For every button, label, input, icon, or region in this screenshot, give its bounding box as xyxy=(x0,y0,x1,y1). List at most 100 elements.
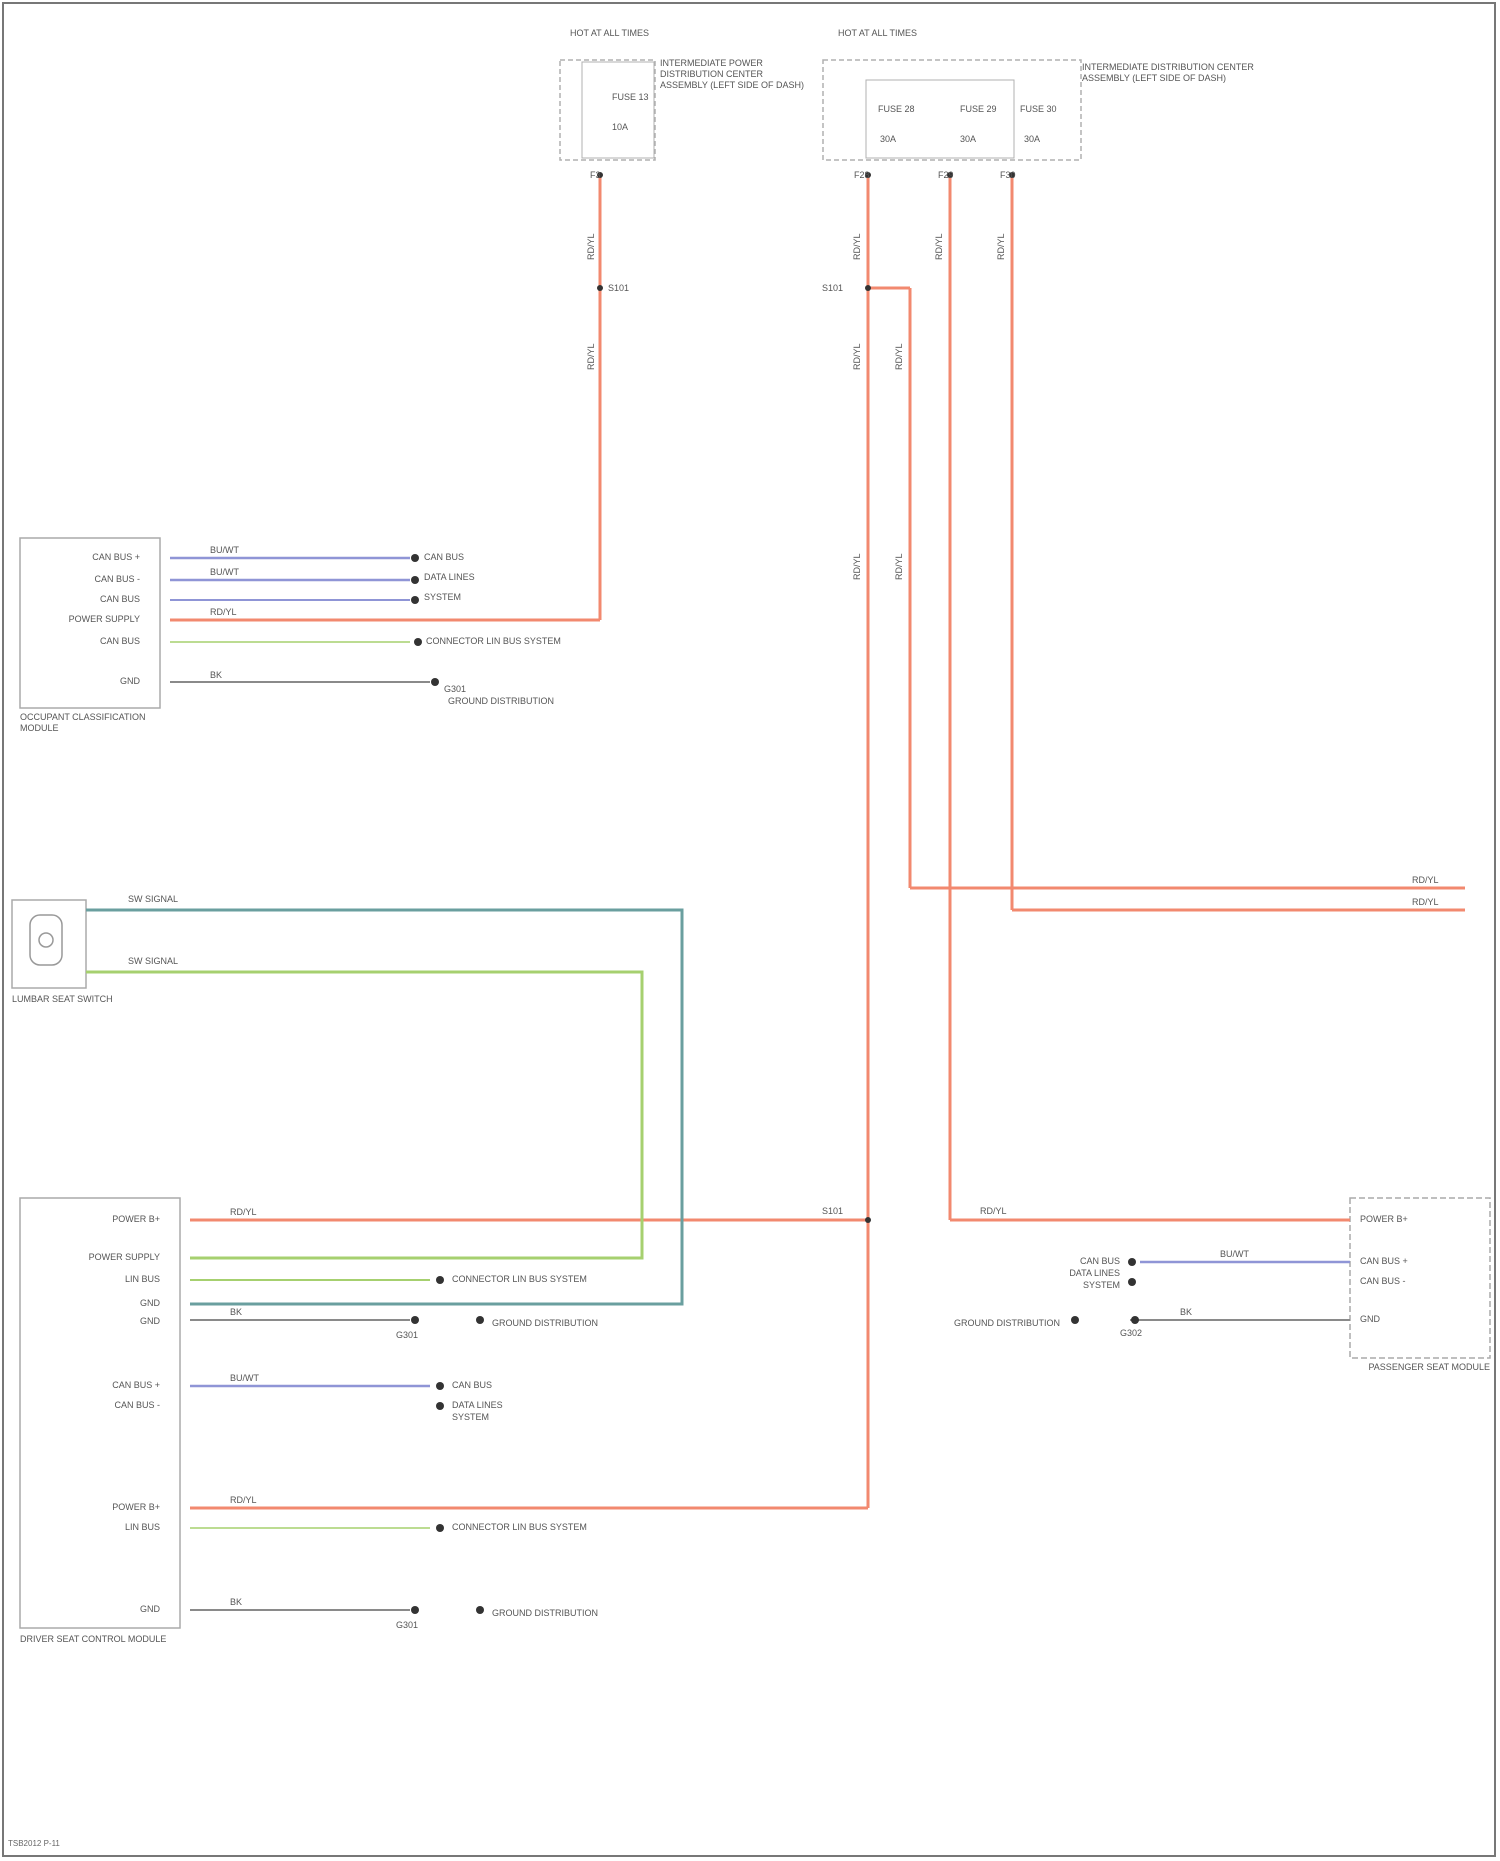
driver-pin-9: LIN BUS xyxy=(40,1522,160,1533)
occ-ref-lin: CONNECTOR LIN BUS SYSTEM xyxy=(426,636,561,647)
right-edge-ref-2: RD/YL xyxy=(1412,897,1439,908)
driver-module-name: DRIVER SEAT CONTROL MODULE xyxy=(20,1634,180,1645)
occ-pin-2: CAN BUS - xyxy=(40,574,140,585)
fuse-right-pin-1: F28 xyxy=(854,170,870,181)
wire-label-fuse28: RD/YL xyxy=(852,233,863,260)
driver-ground-2: G301 xyxy=(396,1620,418,1631)
occ-wire-6: BK xyxy=(210,670,222,681)
fuse-right-amp-3: 30A xyxy=(1024,134,1040,145)
occ-pin-1: CAN BUS + xyxy=(40,552,140,563)
driver-ref-can-1: CAN BUS xyxy=(452,1380,492,1391)
driver-pin-3: LIN BUS xyxy=(40,1274,160,1285)
driver-pin-7: CAN BUS - xyxy=(40,1400,160,1411)
pass-module-name: PASSENGER SEAT MODULE xyxy=(1340,1362,1490,1373)
fuse-right-header: HOT AT ALL TIMES xyxy=(838,28,928,39)
driver-pin-4: GND xyxy=(40,1298,160,1309)
wire-lumbar-teal xyxy=(86,910,682,1304)
connector-dots xyxy=(411,172,1139,1614)
occ-ground: G301 xyxy=(444,684,466,695)
occ-pin-3: CAN BUS xyxy=(40,594,140,605)
lumbar-wire-2: SW SIGNAL xyxy=(128,956,178,967)
occ-ground-ref: GROUND DISTRIBUTION xyxy=(448,696,554,707)
driver-ref-can-3: SYSTEM xyxy=(452,1412,489,1423)
pass-ref-can-3: SYSTEM xyxy=(1000,1280,1120,1291)
lumbar-switch-symbol xyxy=(30,915,62,965)
wire-label-fuse28-lower: RD/YL xyxy=(852,343,863,370)
occ-ref-3: SYSTEM xyxy=(424,592,461,603)
fuse-left-name: INTERMEDIATE POWER DISTRIBUTION CENTER A… xyxy=(660,58,810,91)
driver-wire-1: RD/YL xyxy=(230,1207,257,1218)
driver-wire-4: BK xyxy=(230,1307,242,1318)
occ-module-name: OCCUPANT CLASSIFICATION MODULE xyxy=(20,712,180,734)
fuse-box-left xyxy=(560,60,655,160)
fuse-right-pin-2: F29 xyxy=(938,170,954,181)
pass-pin-3: CAN BUS - xyxy=(1360,1276,1406,1287)
lumbar-switch-box xyxy=(12,900,86,988)
wire-label-fuse29: RD/YL xyxy=(934,233,945,260)
fuse-left-header: HOT AT ALL TIMES xyxy=(570,28,660,39)
occ-pin-4: POWER SUPPLY xyxy=(40,614,140,625)
fuse-right-pin-3: F30 xyxy=(1000,170,1016,181)
pass-pin-1: POWER B+ xyxy=(1360,1214,1408,1225)
splice-right: S101 xyxy=(822,283,843,294)
fuse-right-amp-2: 30A xyxy=(960,134,976,145)
driver-pin-8: POWER B+ xyxy=(40,1502,160,1513)
driver-ground-ref-2: GROUND DISTRIBUTION xyxy=(492,1608,598,1619)
driver-splice: S101 xyxy=(822,1206,843,1217)
wire-label-fuse28-lowest: RD/YL xyxy=(852,553,863,580)
wire-lumbar-green xyxy=(86,972,642,1258)
driver-ref-lin-2: CONNECTOR LIN BUS SYSTEM xyxy=(452,1522,587,1533)
pass-ground: G302 xyxy=(1120,1328,1142,1339)
fuse-left-amp: 10A xyxy=(612,122,628,133)
lumbar-wire-1: SW SIGNAL xyxy=(128,894,178,905)
wire-label-branch-lowest: RD/YL xyxy=(894,553,905,580)
driver-wire-8: RD/YL xyxy=(230,1495,257,1506)
pass-wire-2: BU/WT xyxy=(1220,1249,1249,1260)
lumbar-switch-name: LUMBAR SEAT SWITCH xyxy=(12,994,132,1005)
occ-pin-5: CAN BUS xyxy=(40,636,140,647)
pass-ref-can-2: DATA LINES xyxy=(1000,1268,1120,1279)
fuse-left-pin: F3 xyxy=(590,170,601,181)
driver-pin-5: GND xyxy=(40,1316,160,1327)
fuse-box-left-inner xyxy=(582,62,654,158)
pass-pin-2: CAN BUS + xyxy=(1360,1256,1408,1267)
wire-label-fuse13-upper: RD/YL xyxy=(586,233,597,260)
driver-ref-lin-1: CONNECTOR LIN BUS SYSTEM xyxy=(452,1274,587,1285)
right-edge-ref-1: RD/YL xyxy=(1412,875,1439,886)
fuse-right-fuse-2: FUSE 29 xyxy=(960,104,997,115)
driver-wire-10: BK xyxy=(230,1597,242,1608)
splice-left: S101 xyxy=(608,283,629,294)
wire-label-branch-lower: RD/YL xyxy=(894,343,905,370)
occ-ref-2: DATA LINES xyxy=(424,572,475,583)
driver-pin-1: POWER B+ xyxy=(40,1214,160,1225)
pass-wire-1: RD/YL xyxy=(980,1206,1007,1217)
pass-pin-4: GND xyxy=(1360,1314,1380,1325)
driver-pin-2: POWER SUPPLY xyxy=(40,1252,160,1263)
driver-pin-10: GND xyxy=(40,1604,160,1615)
fuse-right-name: INTERMEDIATE DISTRIBUTION CENTER ASSEMBL… xyxy=(1082,62,1272,84)
pass-ground-ref: GROUND DISTRIBUTION xyxy=(910,1318,1060,1329)
occ-wire-1: BU/WT xyxy=(210,545,239,556)
fuse-box-right-inner xyxy=(866,80,1014,158)
fuse-right-amp-1: 30A xyxy=(880,134,896,145)
driver-wire-6: BU/WT xyxy=(230,1373,259,1384)
driver-ref-can-2: DATA LINES xyxy=(452,1400,503,1411)
occ-ref-1: CAN BUS xyxy=(424,552,464,563)
wire-label-fuse13-lower: RD/YL xyxy=(586,343,597,370)
fuse-right-fuse-3: FUSE 30 xyxy=(1020,104,1057,115)
occ-wire-2: BU/WT xyxy=(210,567,239,578)
occ-wire-4: RD/YL xyxy=(210,607,237,618)
fuse-right-fuse-1: FUSE 28 xyxy=(878,104,915,115)
footer-code: TSB2012 P-11 xyxy=(8,1839,60,1848)
occ-pin-6: GND xyxy=(40,676,140,687)
lumbar-switch-center xyxy=(39,933,53,947)
driver-ground-ref-1: GROUND DISTRIBUTION xyxy=(492,1318,598,1329)
driver-ground-1: G301 xyxy=(396,1330,418,1341)
wire-label-fuse30: RD/YL xyxy=(996,233,1007,260)
pass-ref-can-1: CAN BUS xyxy=(1000,1256,1120,1267)
pass-wire-4: BK xyxy=(1180,1307,1192,1318)
fuse-left-fuse: FUSE 13 xyxy=(612,92,649,103)
driver-pin-6: CAN BUS + xyxy=(40,1380,160,1391)
